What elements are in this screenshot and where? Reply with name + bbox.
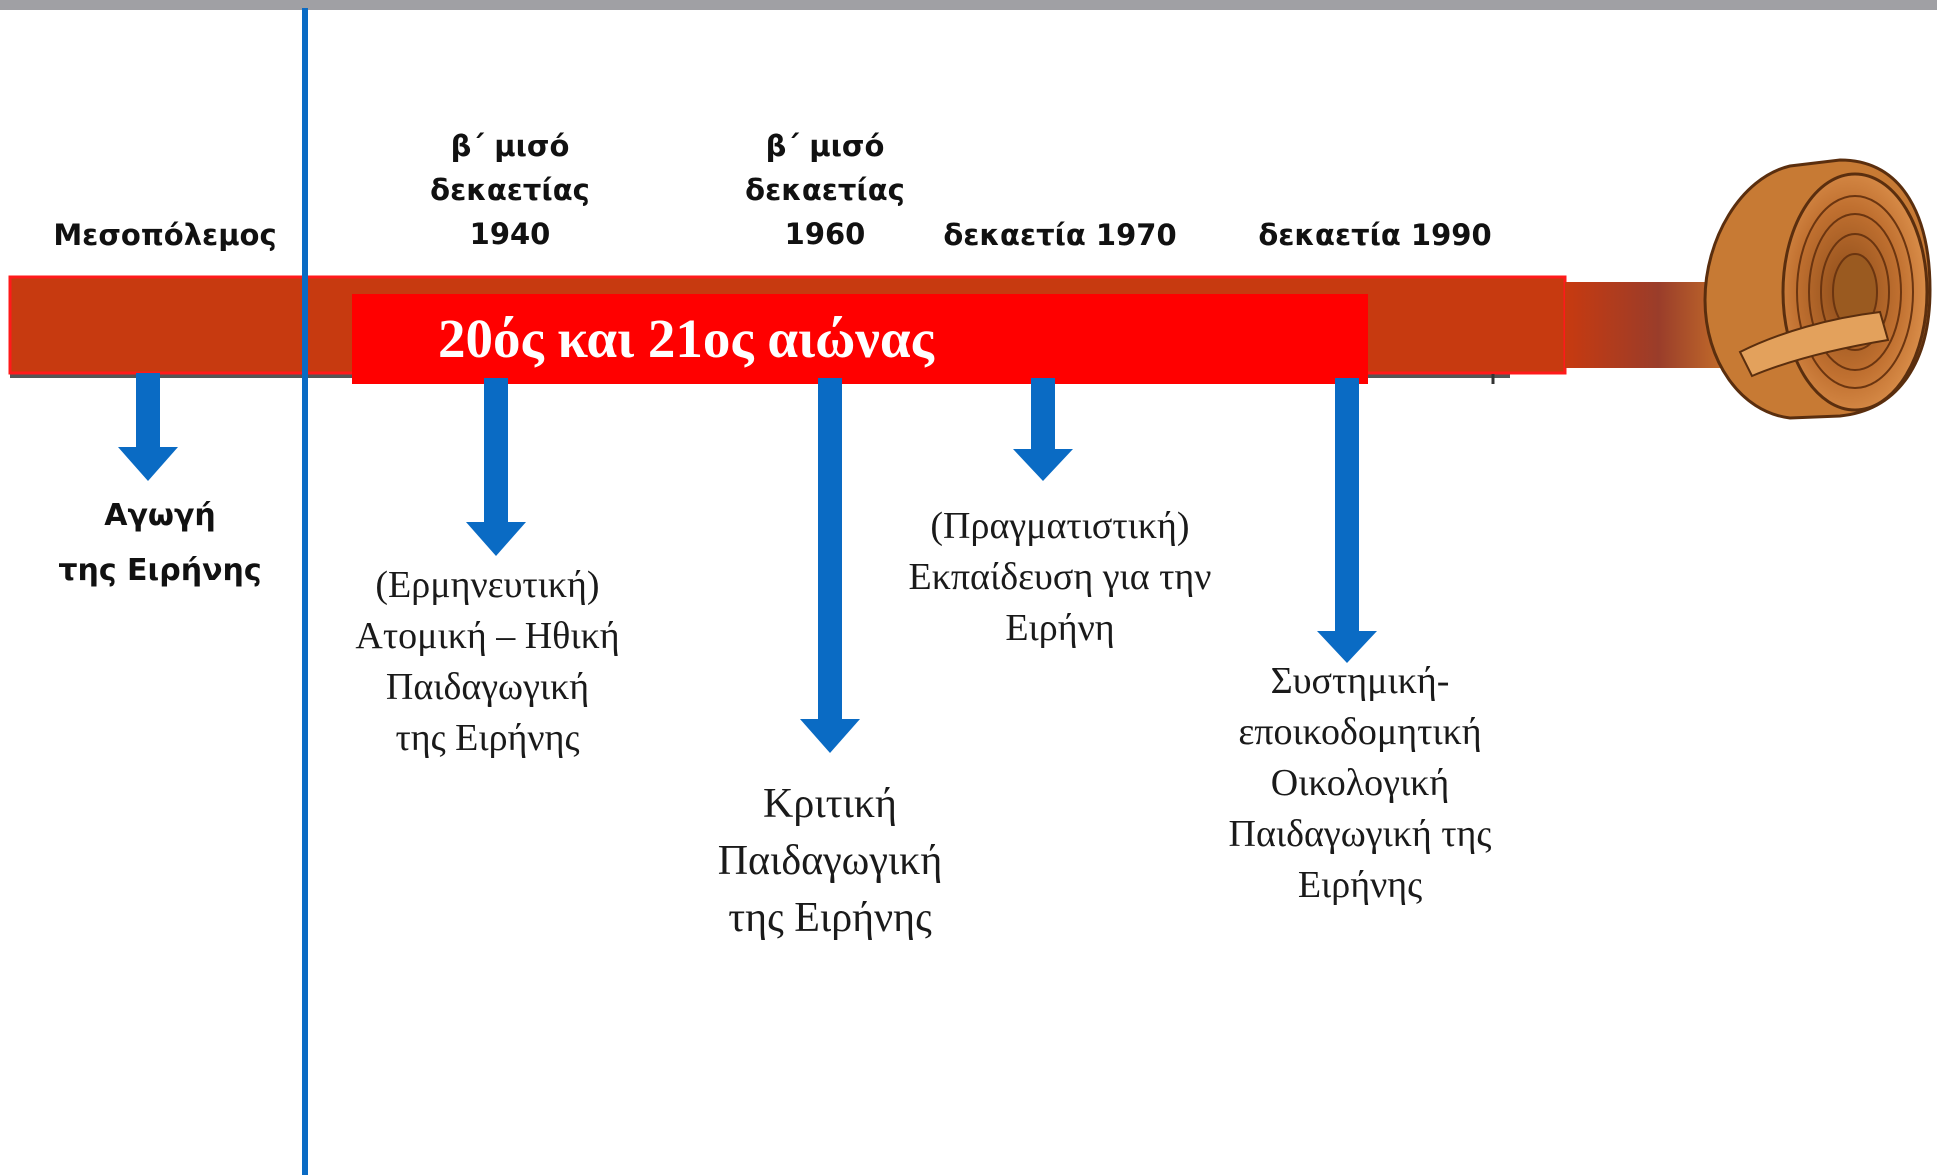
century-banner-label: 20ός και 21ος αιώνας bbox=[438, 308, 934, 369]
period-label-1990s: δεκαετία 1990 bbox=[1258, 218, 1492, 252]
outcome-hermeneutic: (Ερμηνευτική) Ατομική – Ηθική Παιδαγωγικ… bbox=[355, 564, 620, 759]
arrow-1970s bbox=[1013, 378, 1073, 481]
arrow-interwar bbox=[118, 373, 178, 481]
top-rule bbox=[0, 0, 1937, 10]
outcome-systemic: Συστημική- εποικοδομητική Οικολογική Παι… bbox=[1228, 660, 1492, 906]
century-banner bbox=[352, 294, 1368, 384]
period-label-1940s: β΄ μισό δεκαετίας 1940 bbox=[430, 129, 590, 251]
outcome-critical: Κριτική Παιδαγωγική της Ειρήνης bbox=[717, 781, 943, 941]
period-label-1970s: δεκαετία 1970 bbox=[943, 218, 1177, 252]
era-divider-line bbox=[302, 8, 308, 1175]
period-label-1960s: β΄ μισό δεκαετίας 1960 bbox=[745, 129, 905, 251]
period-label-interwar: Μεσοπόλεμος bbox=[53, 218, 277, 252]
arrow-1960s bbox=[800, 378, 860, 753]
scroll-roll-icon bbox=[1703, 158, 1932, 420]
outcome-pragmatist: (Πραγματιστική) Εκπαίδευση για την Ειρήν… bbox=[908, 505, 1212, 649]
arrow-1990s bbox=[1317, 378, 1377, 663]
outcome-peace-education: Αγωγή της Ειρήνης bbox=[58, 498, 262, 588]
arrow-1940s bbox=[466, 378, 526, 556]
